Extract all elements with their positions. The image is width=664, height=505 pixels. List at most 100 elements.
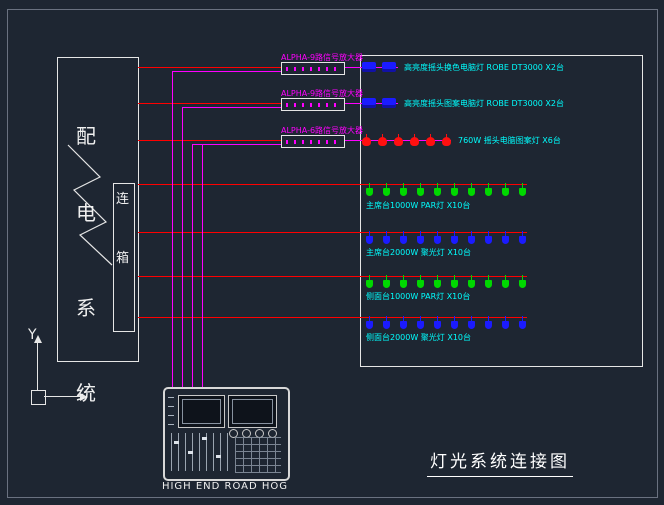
signal-wire [192, 144, 281, 145]
par-fixture-icon [417, 316, 425, 330]
fixture-row-label: 侧面台1000W PAR灯 X10台 [366, 292, 471, 301]
amplifier-label: ALPHA-6路信号放大器 [281, 126, 364, 135]
moving-head-fixture-icon [362, 62, 376, 72]
console-screen-left [178, 395, 225, 428]
par-fixture-icon [451, 231, 459, 245]
head-fixture-icon [362, 134, 371, 147]
equipment-frame [360, 55, 643, 367]
fixture-row-label: 高亮度摇头图案电脑灯 ROBE DT3000 X2台 [404, 99, 565, 108]
par-fixture-icon [400, 183, 408, 197]
signal-wire [182, 107, 183, 390]
par-fixture-icon [451, 275, 459, 289]
par-fixture-icon [417, 275, 425, 289]
par-fixture-icon [502, 316, 510, 330]
par-fixture-icon [502, 275, 510, 289]
distribution-cabinet [57, 57, 139, 362]
head-fixture-icon [442, 134, 451, 147]
fixture-row [362, 98, 402, 108]
par-fixture-icon [434, 183, 442, 197]
par-fixture-icon [400, 275, 408, 289]
console-side-keys [168, 397, 174, 425]
fixture-row [366, 231, 536, 245]
head-fixture-icon [426, 134, 435, 147]
fixture-row-label: 侧面台2000W 聚光灯 X10台 [366, 333, 472, 342]
y-axis-arrow-icon [34, 335, 42, 343]
par-fixture-icon [366, 316, 374, 330]
signal-wire [172, 71, 281, 72]
junction-box [113, 183, 135, 332]
par-fixture-icon [451, 183, 459, 197]
y-axis-label: Y [28, 327, 37, 343]
amplifier-box [281, 62, 345, 75]
cabinet-char-1: 配 [76, 124, 96, 148]
par-fixture-icon [485, 231, 493, 245]
par-fixture-icon [434, 231, 442, 245]
fader-handle [216, 455, 221, 458]
power-wire [138, 276, 527, 277]
par-fixture-icon [485, 183, 493, 197]
par-fixture-icon [366, 275, 374, 289]
power-wire [138, 184, 527, 185]
fixture-row [366, 183, 536, 197]
par-fixture-icon [383, 316, 391, 330]
moving-head-fixture-icon [382, 62, 396, 72]
ucs-origin-box [31, 390, 46, 405]
fixture-row-label: 760W 摇头电脑图案灯 X6台 [458, 136, 561, 145]
fixture-row [366, 316, 536, 330]
par-fixture-icon [417, 183, 425, 197]
par-fixture-icon [400, 316, 408, 330]
par-fixture-icon [383, 183, 391, 197]
x-axis-arrow-icon [80, 393, 88, 401]
par-fixture-icon [434, 275, 442, 289]
power-wire [138, 103, 281, 104]
par-fixture-icon [485, 275, 493, 289]
drawing-title: 灯光系统连接图 [427, 447, 573, 477]
fader-handle [188, 451, 193, 454]
head-fixture-icon [394, 134, 403, 147]
console-fader-bank [171, 433, 229, 471]
cabinet-char-3: 系 [76, 296, 96, 320]
lighting-console [163, 387, 290, 481]
par-fixture-icon [468, 231, 476, 245]
cabinet-char-4: 统 [76, 381, 96, 405]
fixture-row [366, 275, 536, 289]
head-fixture-icon [410, 134, 419, 147]
par-fixture-icon [366, 183, 374, 197]
par-fixture-icon [502, 231, 510, 245]
par-fixture-icon [468, 183, 476, 197]
par-fixture-icon [519, 183, 527, 197]
power-wire [138, 140, 281, 141]
lightning-bolt-icon [67, 144, 113, 266]
par-fixture-icon [451, 316, 459, 330]
junction-box-char-2: 箱 [116, 251, 130, 266]
par-fixture-icon [485, 316, 493, 330]
signal-wire [192, 144, 193, 390]
amplifier-box [281, 98, 345, 111]
fader-handle [202, 437, 207, 440]
moving-head-fixture-icon [382, 98, 396, 108]
fixture-row-label: 主席台2000W 聚光灯 X10台 [366, 248, 472, 257]
sheet-border [7, 9, 658, 498]
fixture-row [362, 62, 402, 72]
console-screen-right [228, 395, 277, 428]
head-fixture-icon [378, 134, 387, 147]
par-fixture-icon [519, 231, 527, 245]
power-wire [138, 232, 527, 233]
par-fixture-icon [519, 316, 527, 330]
y-axis-line [37, 343, 38, 390]
console-button-grid [235, 437, 281, 473]
x-axis-line [44, 396, 80, 397]
junction-box-char-1: 连 [116, 192, 130, 207]
power-wire [138, 67, 281, 68]
power-wire [138, 317, 527, 318]
par-fixture-icon [383, 275, 391, 289]
cabinet-char-2: 电 [76, 201, 96, 225]
fader-handle [174, 441, 179, 444]
par-fixture-icon [519, 275, 527, 289]
console-label: HIGH END ROAD HOG [161, 481, 289, 492]
fixture-row-label: 主席台1000W PAR灯 X10台 [366, 201, 471, 210]
par-fixture-icon [468, 316, 476, 330]
par-fixture-icon [366, 231, 374, 245]
signal-wire [182, 107, 281, 108]
